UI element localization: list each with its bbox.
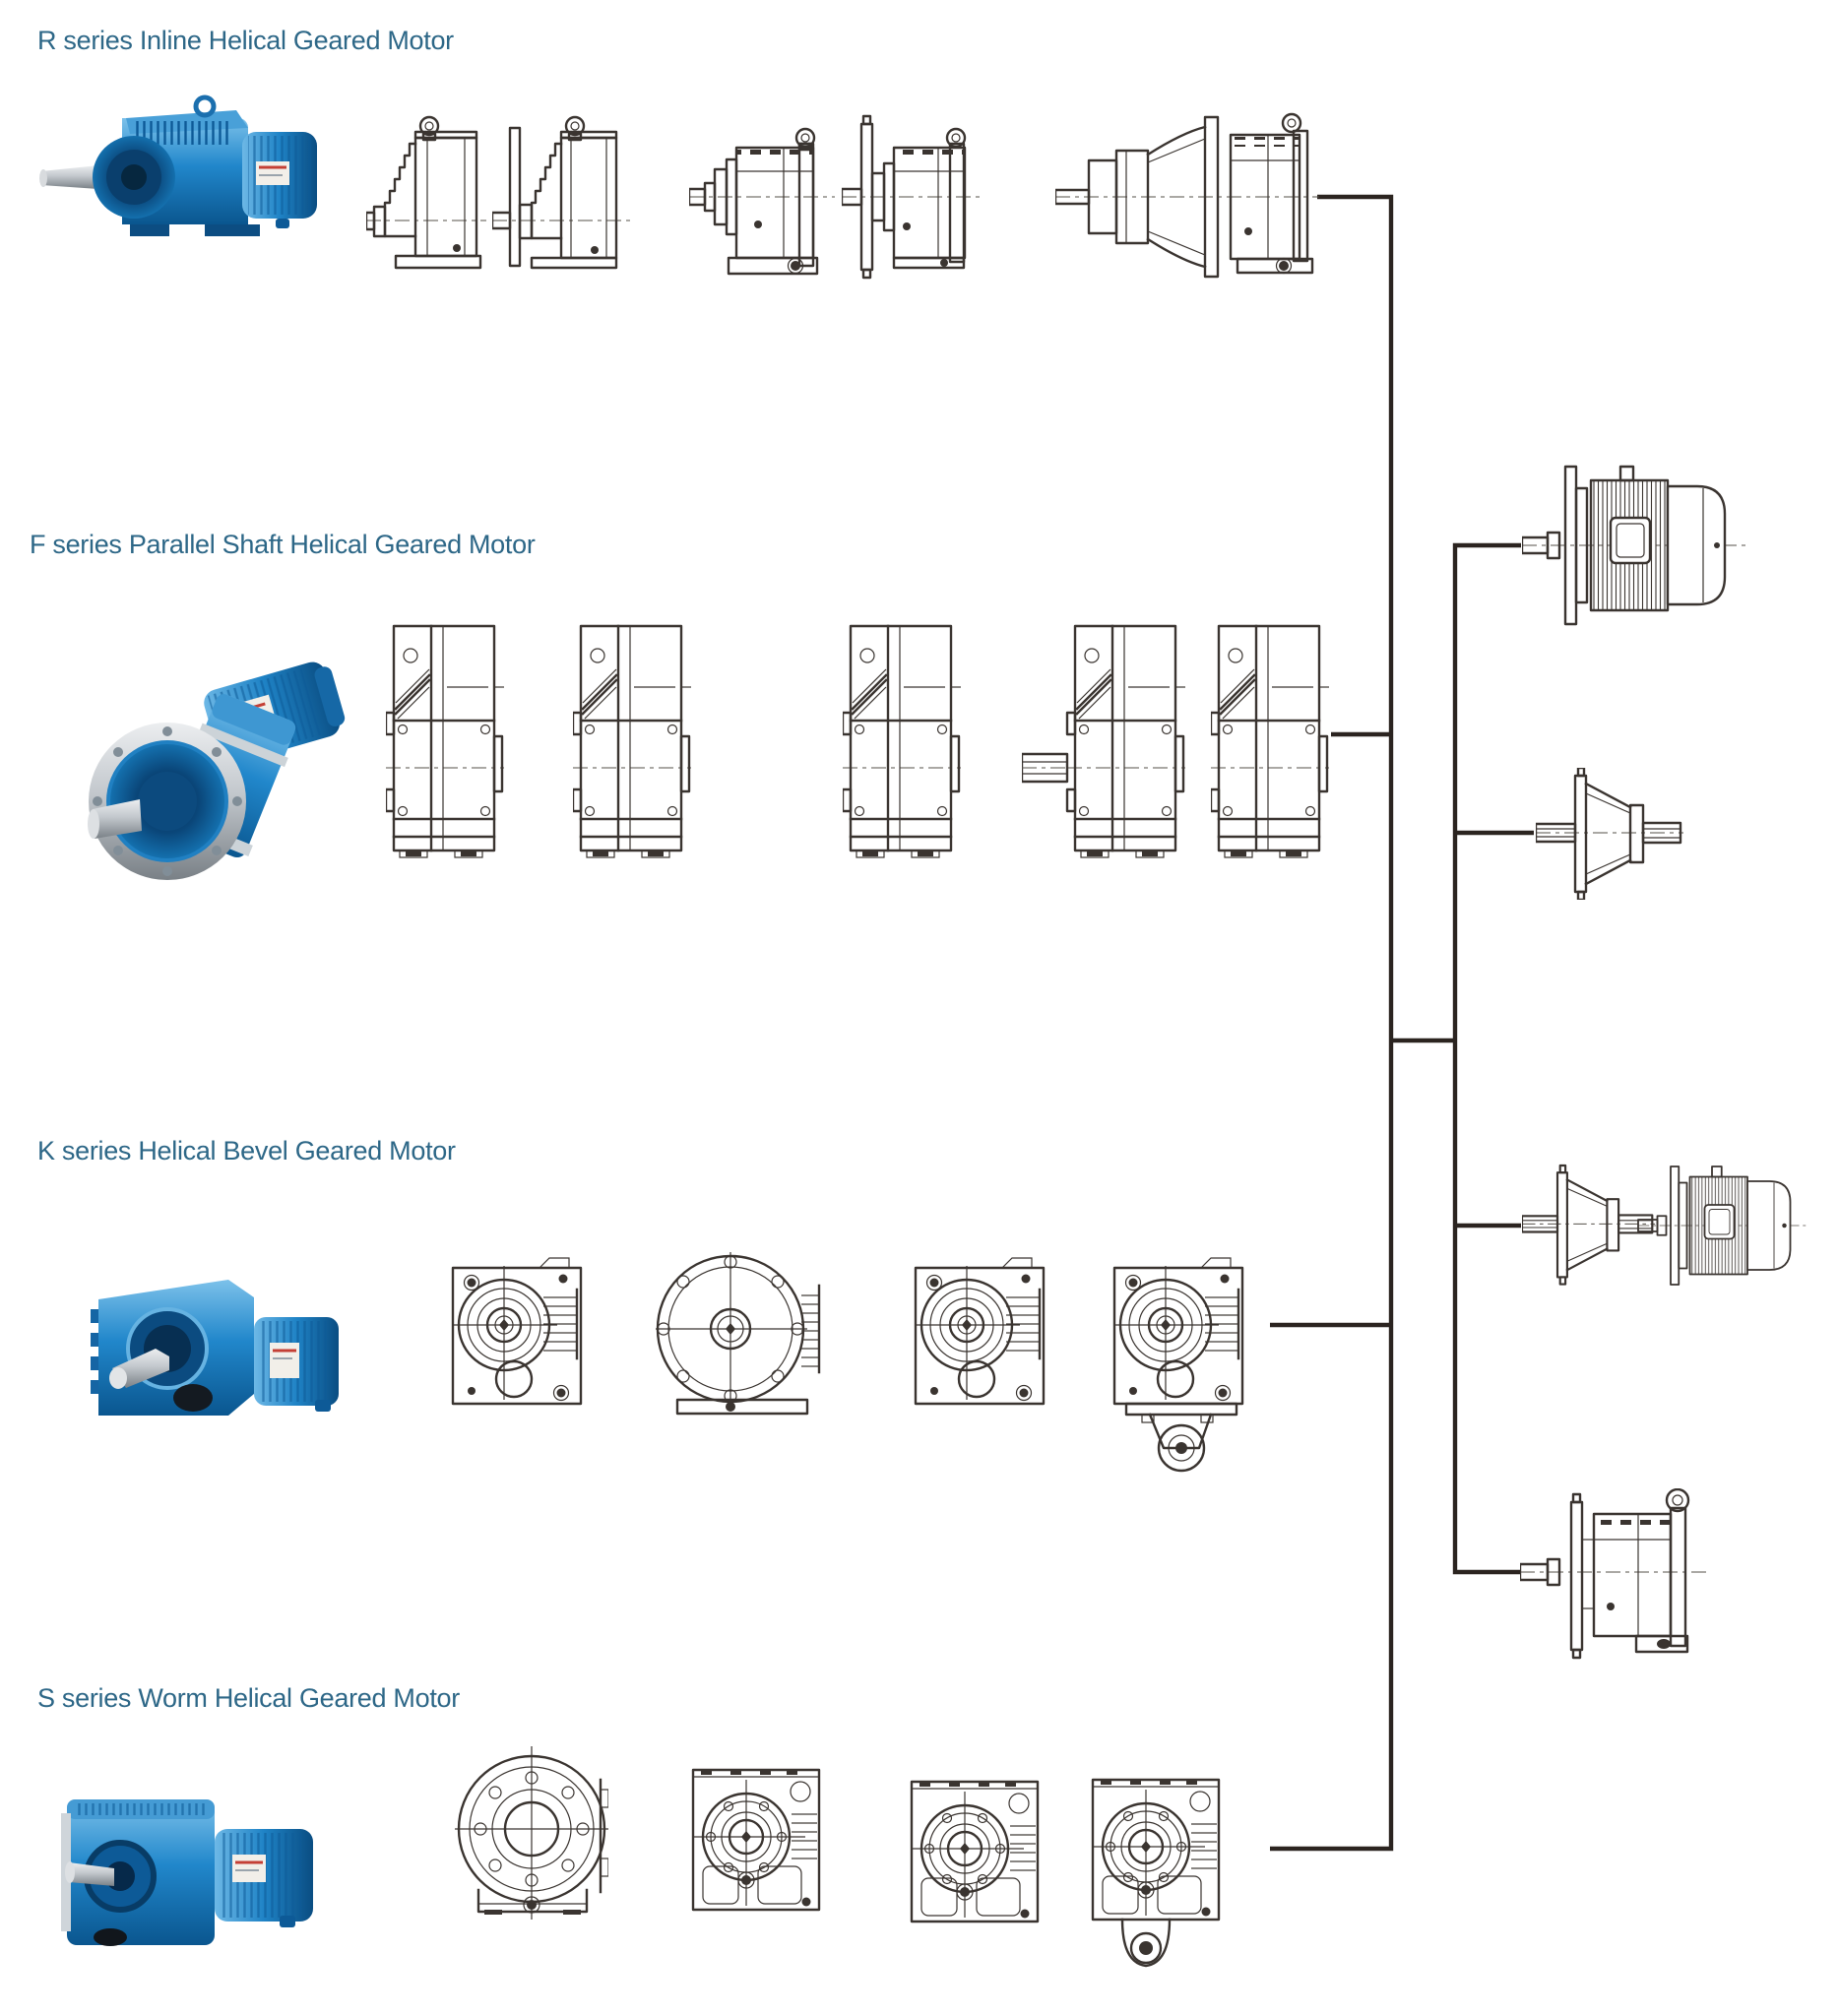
f-series-variant-2-drawing [573,624,691,859]
r-series-variant-4-drawing [842,114,982,280]
f-series-variant-3-drawing [843,624,961,859]
s-series-variant-3-drawing [910,1780,1040,1923]
s-series-title: S series Worm Helical Geared Motor [37,1683,460,1713]
r-series-title: R series Inline Helical Geared Motor [37,26,454,55]
r-series-variant-5-drawing [1055,112,1319,279]
k-series-variant-4-drawing [1112,1256,1244,1473]
k-series-title: K series Helical Bevel Geared Motor [37,1136,456,1166]
s-series-variant-1-drawing [455,1746,608,1920]
flange-gear-unit-option-drawing [1520,1488,1707,1660]
nameplate-label [270,1343,299,1378]
s-series-product-photo [61,1799,313,1946]
f-series-variant-4-drawing [1022,624,1185,859]
k-series-variant-3-drawing [914,1256,1046,1406]
r-series-variant-3-drawing [689,127,835,276]
input-adapter-option-drawing [1536,768,1683,900]
f-series-variant-1-drawing [386,624,504,859]
k-series-product-photo [91,1280,339,1416]
f-series-product-photo [88,662,346,880]
s-series-variant-2-drawing [691,1768,821,1912]
lifting-eye-icon [193,94,217,118]
f-series-title: F series Parallel Shaft Helical Geared M… [30,530,536,559]
nameplate-label [256,161,289,185]
motor-option-drawing [1522,465,1746,626]
r-series-variant-1-drawing [366,115,486,270]
f-series-variant-5-drawing [1211,624,1329,859]
k-series-variant-2-drawing [656,1252,821,1416]
k-series-variant-1-drawing [451,1256,583,1406]
r-series-variant-2-drawing [492,115,630,270]
nameplate-label [232,1855,266,1882]
s-series-variant-4-drawing [1091,1778,1221,1968]
adapter-with-motor-option-drawing [1522,1164,1807,1286]
r-series-product-photo [39,94,317,236]
